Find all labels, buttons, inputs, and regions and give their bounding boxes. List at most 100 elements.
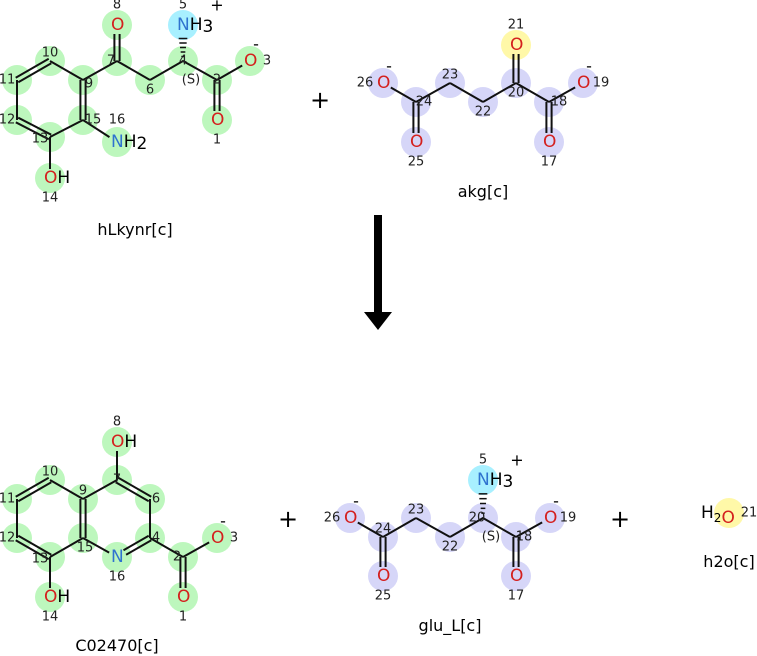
atom-label: O xyxy=(211,528,224,548)
atom-2: 2 xyxy=(213,73,221,88)
charge: + xyxy=(210,0,223,15)
atom-number: 8 xyxy=(113,415,121,430)
atom-number: 12 xyxy=(0,531,15,546)
atom-8: OH8 xyxy=(111,415,137,453)
charge: - xyxy=(553,492,559,511)
atom-26: O-26 xyxy=(324,492,359,529)
atom-number: 9 xyxy=(85,77,93,92)
atom-label: O xyxy=(377,73,390,93)
single-bond xyxy=(357,521,384,538)
single-bond xyxy=(390,86,417,103)
atom-label: O xyxy=(510,35,523,55)
single-bond xyxy=(415,517,451,538)
single-bond xyxy=(182,60,218,81)
double-bond xyxy=(379,537,387,567)
atom-label: NH2 xyxy=(111,132,147,154)
atom-label: NH3 xyxy=(477,470,513,492)
atom-22: 22 xyxy=(442,540,459,555)
atom-highlight xyxy=(368,561,398,591)
atom-25: O25 xyxy=(375,566,392,604)
atom-17: O 17 xyxy=(508,566,525,604)
atom-number: 14 xyxy=(42,610,59,625)
atom-25: O25 xyxy=(408,132,425,170)
single-bond xyxy=(515,82,550,103)
atom-label: OH xyxy=(44,168,70,188)
single-bond xyxy=(449,517,484,538)
atom-label: O xyxy=(510,566,523,586)
single-bond xyxy=(82,60,118,81)
single-bond xyxy=(49,60,84,81)
atom-number: 20 xyxy=(469,511,486,526)
single-bond xyxy=(216,64,243,81)
atom-23: 23 xyxy=(408,503,425,518)
molecule-name: h2o[c] xyxy=(703,552,754,571)
atom-20: 20 (S) xyxy=(469,511,500,545)
atom-label: OH xyxy=(44,587,70,607)
atom-label: O xyxy=(344,508,357,528)
single-bond xyxy=(548,86,576,103)
atom-5: NH3+5 xyxy=(477,451,524,493)
atom-1: O1 xyxy=(177,587,190,625)
atom-number: 2 xyxy=(173,550,181,565)
single-bond xyxy=(482,82,517,103)
double-bond xyxy=(15,116,52,141)
atom-number: 16 xyxy=(109,113,126,128)
atom-number: 26 xyxy=(357,76,374,91)
atom-highlight xyxy=(568,68,598,98)
double-bond xyxy=(15,534,52,561)
atom-number: 4 xyxy=(179,54,187,69)
atom-number: 5 xyxy=(479,453,487,468)
plus-sign: + xyxy=(310,86,330,114)
atom-number: 5 xyxy=(179,0,187,13)
atom-number: 24 xyxy=(375,522,392,537)
atom-number: 26 xyxy=(324,511,341,526)
atom-18: 18 xyxy=(516,530,533,545)
atom-label: O xyxy=(544,508,557,528)
stereo-label: (S) xyxy=(482,530,500,545)
atom-1: O1 xyxy=(211,110,224,148)
atom-number: 19 xyxy=(593,76,610,91)
atom-number: 10 xyxy=(42,46,59,61)
atom-number: 3 xyxy=(230,531,238,546)
atom-22: 22 xyxy=(475,105,492,120)
plus-sign: + xyxy=(278,505,298,533)
atom-label: O xyxy=(211,110,224,130)
atom-highlight xyxy=(235,46,265,76)
atom-13: 13 xyxy=(32,552,49,567)
double-bond xyxy=(115,476,152,503)
atom-15: 15 xyxy=(85,113,102,128)
atom-15: 15 xyxy=(77,541,94,556)
plus-sign: + xyxy=(610,505,630,533)
atom-number: 13 xyxy=(32,132,49,147)
atom-7: 7 xyxy=(107,54,115,69)
double-bond xyxy=(79,499,87,538)
atom-13: 13 xyxy=(32,132,49,147)
atom-6: 6 xyxy=(152,492,160,507)
molecule-name: C02470[c] xyxy=(75,636,158,655)
atom-number: 18 xyxy=(516,530,533,545)
atom-number: 24 xyxy=(416,95,433,110)
charge: - xyxy=(386,57,392,76)
atom-highlight xyxy=(168,10,198,40)
charge: - xyxy=(220,512,226,531)
atom-number: 12 xyxy=(0,113,15,128)
single-bond xyxy=(116,60,151,81)
atom-highlight xyxy=(168,582,198,612)
atom-24: 24 xyxy=(375,522,392,537)
atom-number: 21 xyxy=(508,18,525,33)
atom-number: 1 xyxy=(213,133,221,148)
atom-4: 4(S) xyxy=(179,54,200,88)
atom-number: 17 xyxy=(508,589,525,604)
single-bond xyxy=(82,119,110,138)
atom-12: 12 xyxy=(0,531,15,546)
atom-number: 8 xyxy=(113,0,121,13)
atom-11: 11 xyxy=(0,492,15,507)
atom-19: O-19 xyxy=(577,57,609,94)
molecule-name: akg[c] xyxy=(458,182,509,201)
atom-number: 15 xyxy=(85,113,102,128)
atom-number: 19 xyxy=(560,511,577,526)
